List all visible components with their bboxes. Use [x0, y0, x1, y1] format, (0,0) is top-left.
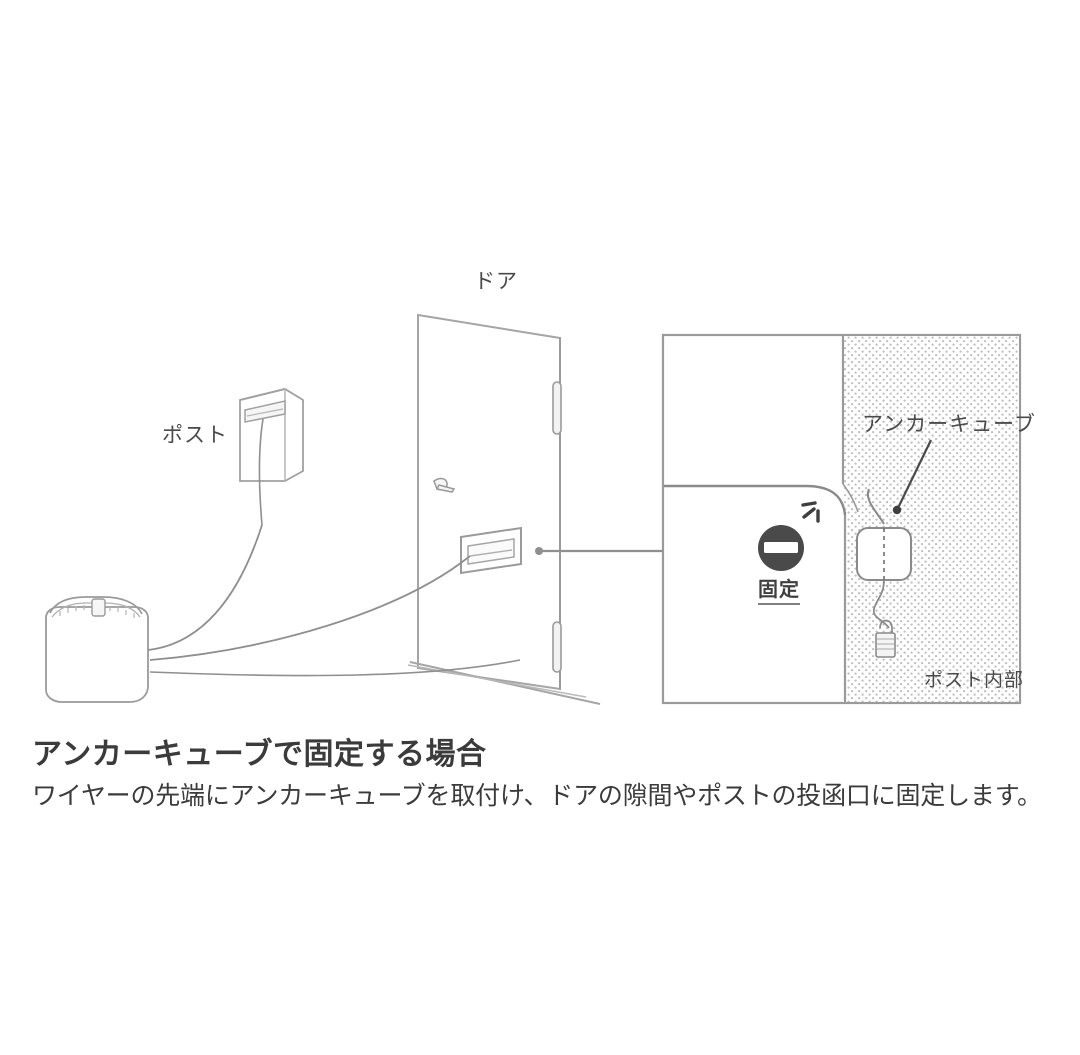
label-fix: 固定: [758, 573, 800, 605]
fix-badge-icon: [758, 501, 820, 571]
label-door: ドア: [474, 270, 518, 293]
anchor-cube-icon: [856, 488, 912, 629]
label-anchor-cube: アンカーキューブ: [862, 413, 1036, 436]
door: [407, 313, 601, 705]
caption-title: アンカーキューブで固定する場合: [32, 738, 487, 771]
mailbox-icon: [239, 388, 304, 526]
wires: [147, 524, 521, 677]
anchor-cube-leader: [892, 439, 932, 515]
label-post-inside: ポスト内部: [924, 670, 1025, 691]
door-hinge-top: [552, 381, 562, 435]
post-interior-hatch: [843, 336, 1019, 702]
caption-block: アンカーキューブで固定する場合 ワイヤーの先端にアンカーキューブを取付け、ドアの…: [32, 736, 1062, 812]
door-hinge-bottom: [552, 621, 562, 673]
anchor-cube-illustration: [45, 313, 1022, 705]
zipper-bag-icon: [45, 596, 149, 703]
door-to-panel-leader: [535, 547, 663, 555]
label-post: ポスト: [162, 424, 228, 447]
caption-body: ワイヤーの先端にアンカーキューブを取付け、ドアの隙間やポストの投函口に固定します…: [32, 781, 1042, 810]
door-mail-slot-icon: [460, 526, 522, 575]
door-handle-icon: [433, 477, 456, 493]
padlock-icon: [875, 619, 896, 658]
post-interior-panel: [661, 333, 1022, 705]
